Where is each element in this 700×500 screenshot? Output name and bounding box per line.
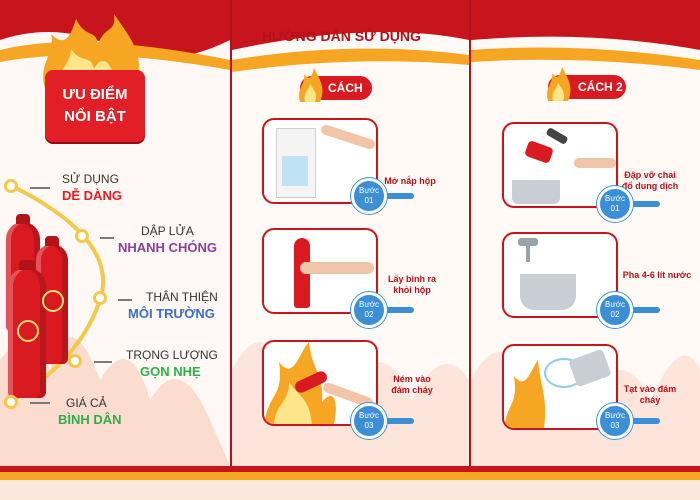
step-badge: Bước 02	[597, 292, 633, 328]
feature-4-label: TRỌNG LƯỢNG	[126, 348, 218, 362]
panel-divider	[469, 0, 471, 466]
advantages-title-line2: NỔI BẬT	[64, 108, 126, 125]
bucket-illustration	[520, 274, 576, 310]
bucket-illustration	[512, 180, 560, 204]
step-caption: Lấy bình ra khỏi hộp	[387, 274, 436, 295]
advantages-badge: ƯU ĐIỂM NỔI BẬT	[45, 70, 145, 142]
step-caption: Pha 4-6 lít nước	[622, 270, 692, 280]
panel-divider	[230, 0, 232, 466]
step-badge: Bước 01	[597, 186, 633, 222]
fire-illustration	[504, 360, 546, 428]
feature-bullet	[68, 354, 82, 368]
step-badge: Bước 03	[351, 403, 387, 439]
feature-2-value: NHANH CHÓNG	[118, 240, 217, 255]
hand-illustration	[319, 123, 376, 151]
feature-5-value: BÌNH DÂN	[58, 412, 122, 427]
method-2-pill: CÁCH 2	[547, 67, 626, 101]
step-caption: Đập vỡ chai đổ dung dịch	[621, 170, 679, 191]
hand-illustration	[300, 262, 374, 274]
feature-4-value: GỌN NHẸ	[140, 364, 201, 379]
bottom-strip	[0, 480, 700, 500]
feature-bullet	[75, 229, 89, 243]
faucet-illustration	[518, 238, 538, 246]
advantages-panel: ƯU ĐIỂM NỔI BẬT SỬ DỤNG DỄ DÀNG DẬP LỬA …	[0, 0, 230, 466]
feature-bullet	[4, 179, 18, 193]
guide-title: HƯỚNG DẪN SỬ DỤNG	[262, 28, 421, 44]
step-caption: Ném vào đám cháy	[391, 374, 433, 395]
step-image	[262, 228, 378, 314]
hand-illustration	[574, 158, 616, 168]
extinguisher-logo	[17, 320, 39, 342]
method-2-label: CÁCH 2	[578, 80, 623, 94]
feature-1-value: DỄ DÀNG	[62, 188, 122, 203]
feature-1-label: SỬ DỤNG	[62, 172, 119, 186]
step-badge: Bước 01	[351, 178, 387, 214]
flame-icon	[547, 67, 571, 101]
step-caption: Mở nắp hộp	[384, 176, 436, 186]
flame-icon	[299, 68, 323, 102]
method-1-label: CÁCH 1	[328, 81, 363, 119]
feature-3-label: THÂN THIỆN	[146, 290, 218, 304]
feature-bullet	[93, 291, 107, 305]
step-image	[502, 232, 618, 318]
hammer-illustration	[545, 127, 569, 145]
feature-5-label: GIÁ CẢ	[66, 396, 107, 410]
step-badge: Bước 03	[597, 403, 633, 439]
step-image	[502, 122, 618, 208]
feature-bullet	[4, 395, 18, 409]
bottle-illustration	[524, 140, 554, 164]
step-caption: Tạt vào đám cháy	[623, 384, 677, 405]
step-image	[262, 340, 378, 426]
step-badge: Bước 02	[351, 292, 387, 328]
feature-3-value: MÔI TRƯỜNG	[128, 306, 215, 321]
feature-2-label: DẬP LỬA	[141, 224, 194, 238]
method-1-pill: CÁCH 1	[299, 68, 372, 119]
advantages-title-line1: ƯU ĐIỂM	[62, 86, 128, 103]
